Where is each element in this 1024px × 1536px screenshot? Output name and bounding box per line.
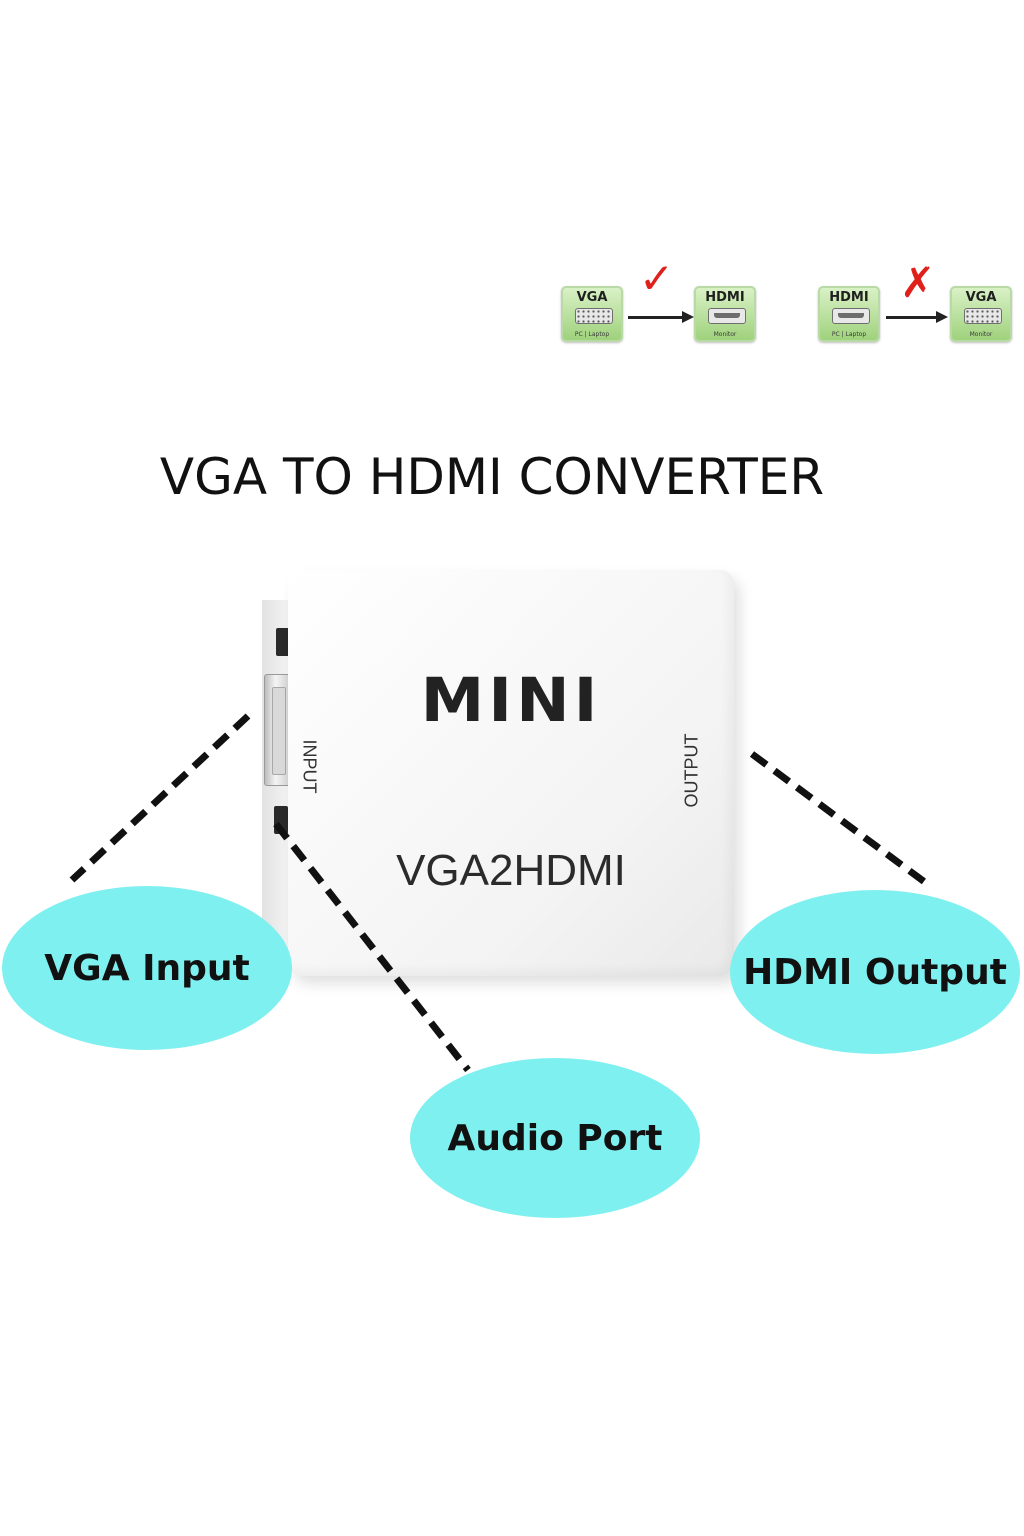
vga-source-caption: PC | Laptop: [574, 331, 610, 338]
arrow-right-icon: [628, 311, 694, 323]
audio-port-callout-label: Audio Port: [447, 1117, 663, 1159]
audio-port-leader: [273, 821, 471, 1073]
vga-connector: [264, 674, 292, 786]
hdmi-source-card: HDMI PC | Laptop: [818, 286, 880, 342]
vga-source-label: VGA: [576, 290, 608, 305]
vga-input-callout: VGA Input: [2, 886, 292, 1050]
audio-port-callout: Audio Port: [410, 1058, 700, 1218]
vga-input-callout-label: VGA Input: [44, 947, 250, 989]
hdmi-output-callout-label: HDMI Output: [743, 951, 1007, 993]
hdmi-source-caption: PC | Laptop: [831, 331, 867, 338]
vga-target-label: VGA: [965, 290, 997, 305]
hdmi-target-caption: Monitor: [713, 331, 737, 338]
vga-target-card: VGA Monitor: [950, 286, 1012, 342]
vga-target-caption: Monitor: [969, 331, 993, 338]
page-title: VGA TO HDMI CONVERTER: [159, 448, 825, 506]
hdmi-port-icon: [832, 308, 870, 324]
hdmi-source-label: HDMI: [829, 290, 869, 305]
screw-post: [276, 628, 290, 656]
hdmi-output-callout: HDMI Output: [730, 890, 1020, 1054]
converter-device: [288, 570, 734, 976]
hdmi-port-icon: [708, 308, 746, 324]
device-logo: MINI: [420, 665, 602, 737]
hdmi-target-card: HDMI Monitor: [694, 286, 756, 342]
vga-port-icon: [575, 308, 613, 324]
device-model: VGA2HDMI: [396, 846, 626, 895]
hdmi-target-label: HDMI: [705, 290, 745, 305]
arrow-right-icon: [886, 311, 948, 323]
vga-source-card: VGA PC | Laptop: [561, 286, 623, 342]
cross-icon: ✗: [900, 258, 936, 307]
check-icon: ✓: [639, 254, 675, 303]
vga-port-icon: [964, 308, 1002, 324]
vga-input-leader: [69, 713, 251, 883]
hdmi-output-leader: [749, 751, 933, 889]
